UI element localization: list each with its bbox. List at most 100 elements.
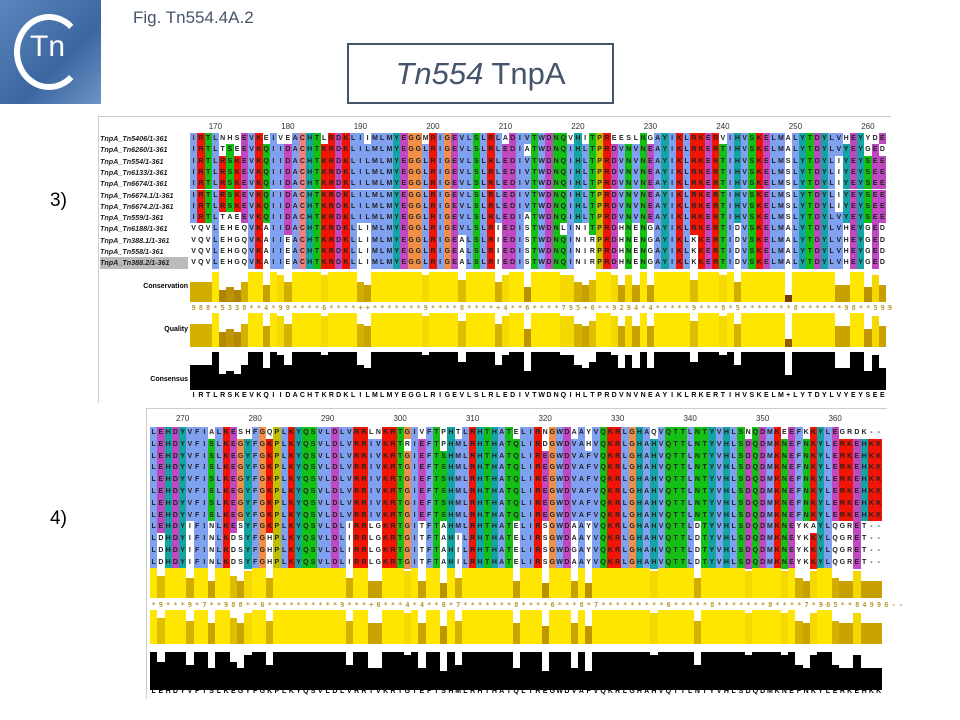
- residue: Q: [559, 155, 567, 167]
- residue: S: [864, 189, 872, 201]
- sequence-name[interactable]: TnpA_Tn6260/1-361: [100, 145, 168, 155]
- consensus-bar: [425, 652, 433, 690]
- residue: G: [548, 450, 556, 463]
- sequence-name[interactable]: TnpA_Tn558/1-361: [100, 247, 164, 256]
- consensus-residue: Q: [513, 688, 519, 695]
- residue: T: [313, 155, 321, 167]
- conservation-bar: [269, 272, 277, 302]
- residue: M: [385, 257, 393, 269]
- residue: T: [505, 545, 513, 557]
- sequence-name[interactable]: TnpA_Tn6674/1-361: [100, 179, 168, 189]
- residue: Y: [820, 200, 828, 213]
- residue: L: [150, 462, 158, 475]
- sequence-name[interactable]: TnpA_Tn6674.2/1-361: [100, 201, 174, 211]
- consensus-bar: [599, 652, 607, 690]
- residue: V: [345, 427, 353, 439]
- sequence-name[interactable]: TnpA_Tn554/1-361: [100, 156, 164, 166]
- residue: S: [542, 523, 548, 531]
- consensus-residue: K: [256, 392, 262, 399]
- quality-bar: [287, 610, 295, 644]
- residue: L: [791, 133, 799, 145]
- quality-bar: [425, 610, 433, 644]
- conservation-bar: [628, 568, 636, 598]
- residue: R: [534, 438, 542, 451]
- quality-bar: [664, 610, 672, 644]
- conservation-bar: [197, 282, 205, 302]
- sequence-name[interactable]: TnpA_Tn6674.1/1-361: [100, 190, 174, 200]
- residue: I: [277, 155, 285, 167]
- conservation-bar: [418, 580, 426, 598]
- residue: A: [498, 474, 506, 486]
- consensus-residue: T: [484, 688, 490, 695]
- residue: T: [313, 246, 321, 258]
- title-italic: Tn554: [395, 56, 484, 91]
- residue: T: [483, 438, 491, 451]
- residue: L: [349, 155, 357, 167]
- residue: Y: [799, 133, 807, 145]
- residue: D: [509, 189, 517, 201]
- quality-bar: [878, 326, 886, 347]
- sequence-name[interactable]: TnpA_Tn6133/1-361: [100, 167, 168, 177]
- sequence-name[interactable]: TnpA_Tn388.1/1-361: [100, 235, 170, 245]
- quality-bar: [650, 612, 658, 644]
- residue: L: [378, 200, 386, 213]
- ruler-tick-label: 170: [208, 122, 223, 131]
- residue: V: [191, 236, 196, 244]
- sequence-name[interactable]: TnpA_Tn388.2/1-361: [100, 257, 188, 269]
- residue: I: [411, 556, 419, 569]
- sequence-name[interactable]: TnpA_Tn5406/1-361: [100, 134, 168, 143]
- residue: T: [313, 189, 321, 201]
- residue: E: [788, 486, 796, 498]
- residue: R: [429, 133, 437, 145]
- residue: L: [378, 178, 386, 190]
- consensus-bar: [331, 652, 339, 690]
- residue: S: [472, 246, 480, 258]
- residue: A: [643, 427, 651, 439]
- conservation-bar: [730, 568, 738, 598]
- residue: E: [451, 189, 459, 201]
- residue: G: [407, 200, 415, 213]
- residue: M: [777, 155, 785, 167]
- residue: S: [226, 200, 234, 213]
- residue: L: [519, 497, 527, 510]
- residue: K: [875, 486, 883, 498]
- residue: Y: [857, 212, 865, 224]
- conservation-bar: [360, 568, 368, 598]
- sequence-name[interactable]: TnpA_Tn6188/1-361: [100, 224, 168, 234]
- conservation-bar: [791, 272, 799, 302]
- quality-bar: [820, 313, 828, 347]
- residue: H: [490, 462, 498, 475]
- conservation-bar: [338, 568, 346, 598]
- consensus-bar: [737, 652, 745, 690]
- residue: H: [722, 450, 730, 463]
- residue: H: [306, 257, 314, 269]
- residue: Y: [295, 438, 303, 451]
- sequence-name[interactable]: TnpA_Tn559/1-361: [100, 213, 164, 223]
- residue: D: [509, 166, 517, 179]
- consensus-residue: M: [386, 392, 393, 399]
- residue: K: [846, 474, 854, 486]
- residue: Q: [241, 248, 248, 255]
- consensus-bar: [494, 364, 502, 390]
- residue: R: [614, 533, 622, 545]
- residue: Q: [302, 521, 310, 534]
- residue: Y: [661, 178, 669, 190]
- consensus-bar: [360, 652, 368, 690]
- residue: V: [715, 545, 723, 557]
- residue: K: [755, 234, 763, 246]
- conservation-bar: [164, 568, 172, 598]
- panel-label: 4): [50, 508, 67, 529]
- residue: K: [675, 223, 683, 235]
- residue: G: [234, 259, 240, 267]
- residue: T: [861, 547, 867, 554]
- residue: R: [487, 234, 495, 246]
- residue: M: [454, 486, 462, 498]
- residue: V: [741, 234, 749, 246]
- consensus-bar: [451, 352, 459, 390]
- residue: I: [527, 462, 535, 475]
- residue: S: [737, 450, 745, 463]
- residue: Q: [599, 533, 607, 545]
- residue: T: [672, 427, 680, 439]
- residue: Y: [820, 178, 828, 190]
- residue: V: [617, 200, 625, 213]
